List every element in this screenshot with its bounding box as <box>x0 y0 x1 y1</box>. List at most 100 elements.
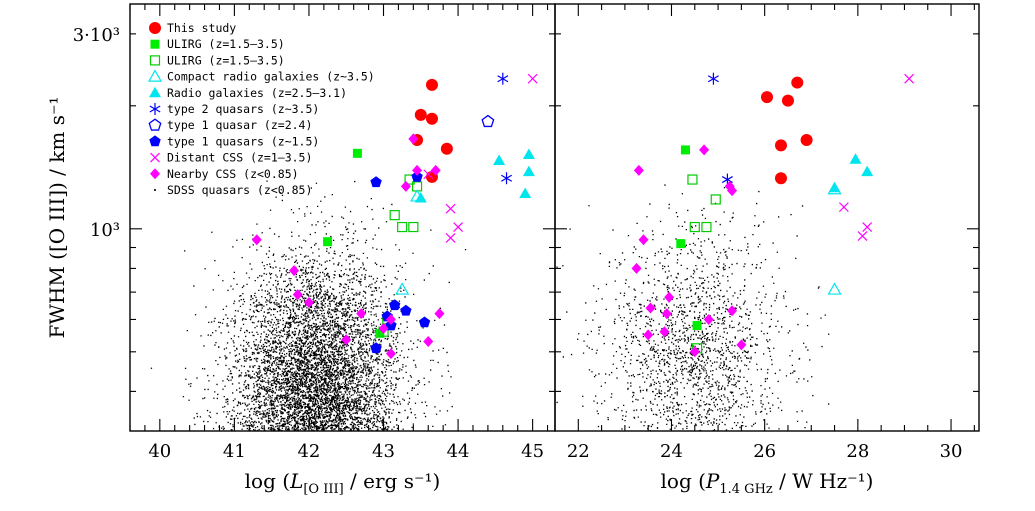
legend-symbol-star <box>149 103 161 115</box>
y-tick-label: 10³ <box>90 220 120 241</box>
series-open-pentagon <box>481 114 495 128</box>
data-point-open-square <box>689 221 700 233</box>
series-cross <box>838 73 915 241</box>
legend-label: type 2 quasars (z~3.5) <box>167 102 319 116</box>
data-point-filled-pentagon <box>370 176 382 188</box>
data-point-filled-diamond <box>727 305 738 317</box>
data-point-open-square <box>710 194 721 205</box>
legend-item: Radio galaxies (z=2.5–3.1) <box>149 86 347 100</box>
legend-symbol-open-pentagon <box>148 118 162 131</box>
legend-item: ULIRG (z=1.5–3.5) <box>149 53 285 67</box>
x-tick-label: 43 <box>372 441 395 462</box>
data-point-filled-triangle <box>519 187 532 199</box>
series-cross <box>423 73 538 243</box>
series-filled-triangle <box>828 153 874 193</box>
data-point-filled-diamond <box>385 313 396 325</box>
legend-symbol-filled-diamond <box>150 168 160 180</box>
data-point-open-square <box>701 221 712 233</box>
x-tick-label: 45 <box>521 441 544 462</box>
data-point-filled-diamond <box>385 348 396 360</box>
data-point-filled-diamond <box>378 323 389 335</box>
data-point-filled-diamond <box>633 164 644 176</box>
data-point-filled-pentagon <box>418 316 431 328</box>
data-point-filled-square <box>692 320 702 330</box>
data-point-filled-diamond <box>400 180 411 192</box>
series-filled-diamond <box>251 133 445 360</box>
data-point-open-square <box>408 221 419 233</box>
data-point-filled-diamond <box>736 339 747 351</box>
data-point-filled-diamond <box>659 326 670 338</box>
data-point-filled-circle <box>425 112 438 125</box>
legend-item: type 2 quasars (z~3.5) <box>149 102 319 116</box>
data-point-filled-diamond <box>289 265 300 277</box>
series-filled-triangle <box>414 148 535 203</box>
data-point-cross <box>445 232 456 243</box>
data-point-filled-pentagon <box>411 170 423 182</box>
x-tick-label: 40 <box>148 441 171 462</box>
data-point-filled-triangle <box>828 181 841 193</box>
data-point-filled-pentagon <box>370 342 382 354</box>
legend-symbol-open-triangle <box>147 69 163 82</box>
data-point-filled-diamond <box>727 185 738 197</box>
data-point-filled-circle <box>774 139 787 152</box>
series-open-triangle <box>395 189 425 295</box>
x-axis-label-2: log (P1.4 GHz / W Hz⁻¹) <box>661 469 874 497</box>
data-point-filled-triangle <box>522 148 535 160</box>
data-point-filled-circle <box>781 94 794 107</box>
legend-item: type 1 quasars (z~1.5) <box>149 134 319 148</box>
legend-symbol-filled-circle <box>149 22 161 34</box>
data-point-filled-diamond <box>703 313 714 325</box>
data-point-cross <box>453 222 463 232</box>
data-point-cross <box>423 169 434 180</box>
data-point-star <box>497 72 509 85</box>
legend-label: type 1 quasar (z=2.4) <box>167 118 312 132</box>
data-point-open-triangle <box>395 282 410 295</box>
data-point-open-triangle <box>827 282 842 295</box>
data-point-filled-diamond <box>292 289 303 301</box>
series-filled-square <box>676 145 702 330</box>
data-point-star <box>707 72 719 85</box>
legend-label: ULIRG (z=1.5–3.5) <box>167 53 285 67</box>
data-point-filled-diamond <box>408 133 419 145</box>
data-point-filled-pentagon <box>388 299 401 311</box>
legend-item: Nearby CSS (z<0.85) <box>150 167 299 181</box>
series-star <box>497 72 513 185</box>
data-point-filled-circle <box>425 78 438 91</box>
legend-symbol-filled-square <box>150 39 160 49</box>
series-open-triangle <box>827 182 842 295</box>
series-filled-square <box>323 148 385 338</box>
data-point-filled-circle <box>761 91 773 104</box>
data-point-open-square <box>397 221 408 233</box>
legend-item: type 1 quasar (z=2.4) <box>148 118 312 132</box>
data-point-filled-diamond <box>631 262 642 274</box>
data-point-filled-square <box>680 145 690 155</box>
data-point-filled-diamond <box>434 308 445 320</box>
data-point-filled-square <box>375 328 385 338</box>
data-point-star <box>501 172 513 185</box>
axes-frames <box>129 3 980 432</box>
y-axis-label: FWHM ([O III]) / km s⁻¹ <box>45 96 69 338</box>
series-filled-diamond <box>631 144 747 358</box>
data-point-filled-circle <box>791 76 804 89</box>
data-point-filled-circle <box>774 172 787 185</box>
legend-item: ULIRG (z=1.5–3.5) <box>150 37 285 51</box>
data-point-cross <box>445 203 456 214</box>
data-point-cross <box>904 73 915 84</box>
data-point-filled-triangle <box>522 165 535 177</box>
legend-item: This study <box>149 21 236 35</box>
x-tick-label: 41 <box>223 441 246 462</box>
data-point-filled-triangle <box>861 165 874 177</box>
data-point-filled-diamond <box>664 291 675 303</box>
data-point-open-pentagon <box>481 114 495 128</box>
data-point-filled-diamond <box>699 144 710 156</box>
data-point-filled-square <box>352 148 362 158</box>
legend-label: This study <box>167 21 236 35</box>
data-point-filled-circle <box>800 133 813 146</box>
data-point-filled-triangle <box>414 191 427 203</box>
data-point-filled-diamond <box>430 164 441 176</box>
data-point-filled-circle <box>414 108 427 121</box>
data-point-filled-diamond <box>645 302 656 314</box>
data-point-filled-triangle <box>849 153 862 164</box>
